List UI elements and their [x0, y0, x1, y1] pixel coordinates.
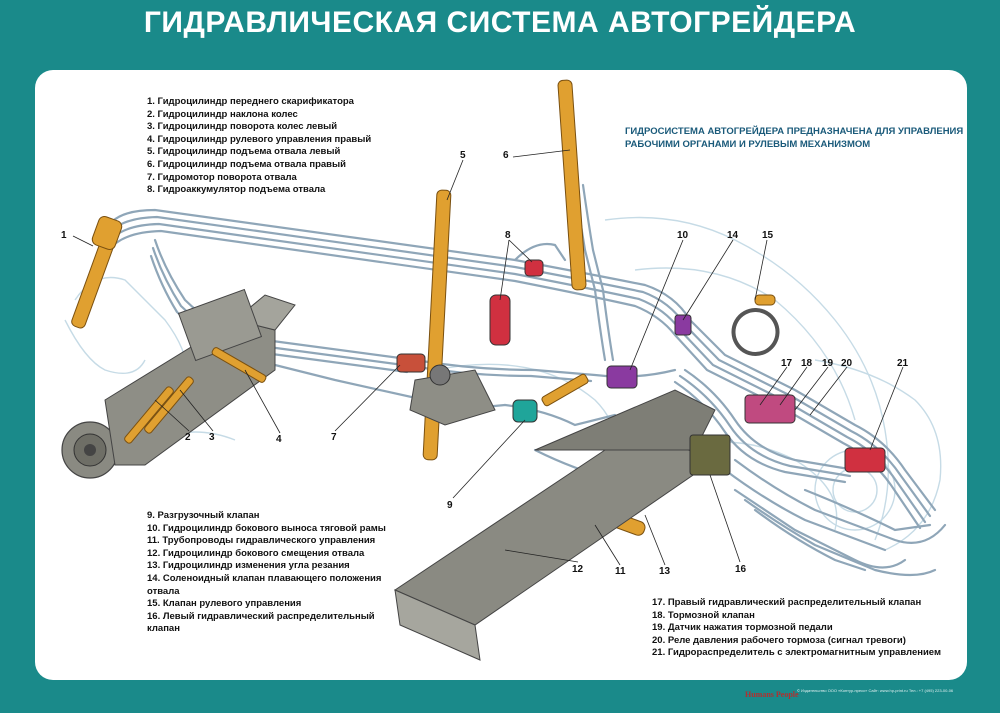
legend-item: 20. Реле давления рабочего тормоза (сигн… [652, 634, 906, 646]
legend-item: 15. Клапан рулевого управления [147, 598, 302, 610]
system-description: ГИДРОСИСТЕМА АВТОГРЕЙДЕРА ПРЕДНАЗНАЧЕНА … [625, 126, 964, 150]
callout-5: 5 [460, 150, 466, 161]
callout-1: 1 [61, 230, 67, 241]
callout-16: 16 [735, 564, 747, 575]
callout-11: 11 [615, 566, 626, 577]
legend-item: 14. Соленоидный клапан плавающего положе… [147, 572, 382, 597]
callout-10: 10 [677, 230, 689, 241]
valves [396, 259, 886, 476]
hydraulic-system-illustration [61, 79, 947, 661]
legend-item: 10. Гидроцилиндр бокового выноса тяговой… [147, 522, 386, 534]
publisher-logo: Humans People [745, 690, 799, 699]
callout-20: 20 [841, 358, 853, 369]
callout-14: 14 [727, 230, 739, 241]
legend-item: 5. Гидроцилиндр подъема отвала левый [147, 146, 341, 158]
callout-2: 2 [185, 432, 191, 443]
callout-8: 8 [505, 230, 511, 241]
callout-3: 3 [209, 432, 215, 443]
callout-19: 19 [822, 358, 834, 369]
callout-6: 6 [503, 150, 509, 161]
legend-item: 8. Гидроаккумулятор подъема отвала [147, 184, 326, 196]
legend-item: 4. Гидроцилиндр рулевого управления прав… [147, 133, 372, 145]
legend-item: 19. Датчик нажатия тормозной педали [652, 622, 833, 634]
callout-17: 17 [781, 358, 793, 369]
diagram-panel: 1. Гидроцилиндр переднего скарификатора … [35, 70, 967, 680]
legend-item: 1. Гидроцилиндр переднего скарификатора [147, 96, 354, 107]
legend-item: 6. Гидроцилиндр подъема отвала правый [147, 158, 346, 170]
front-axle [61, 288, 296, 479]
callout-7: 7 [331, 432, 337, 443]
callout-12: 12 [572, 564, 584, 575]
legend-item: 17. Правый гидравлический распределитель… [652, 597, 922, 608]
legend-item: 21. Гидрораспределитель с электромагнитн… [652, 647, 941, 659]
legend-item: 13. Гидроцилиндр изменения угла резания [147, 560, 350, 572]
callout-15: 15 [762, 230, 774, 241]
callout-4: 4 [276, 434, 282, 445]
legend-item: 3. Гидроцилиндр поворота колес левый [147, 121, 338, 133]
page-title: ГИДРАВЛИЧЕСКАЯ СИСТЕМА АВТОГРЕЙДЕРА [143, 6, 857, 39]
legend-item: 7. Гидромотор поворота отвала [147, 171, 297, 183]
legend-item: 18. Тормозной клапан [652, 609, 755, 621]
blade-assembly [393, 364, 717, 661]
publisher-fine-print: © Издательство ООО «Контур-пресс» Сайт: … [797, 688, 954, 693]
legend-bottom: 17. Правый гидравлический распределитель… [652, 597, 941, 660]
legend-item: 2. Гидроцилиндр наклона колес [147, 108, 298, 120]
callout-21: 21 [897, 358, 909, 369]
publisher-footer: Humans People © Издательство ООО «Контур… [745, 686, 990, 708]
callout-13: 13 [659, 566, 671, 577]
leader-lines [72, 149, 904, 566]
legend-item: 16. Левый гидравлический распределительн… [147, 610, 375, 635]
legend-item: 9. Разгрузочный клапан [147, 510, 260, 521]
callout-18: 18 [801, 358, 813, 369]
legend-middle: 9. Разгрузочный клапан 10. Гидроцилиндр … [147, 510, 386, 636]
legend-top: 1. Гидроцилиндр переднего скарификатора … [147, 96, 371, 197]
legend-item: 11. Трубопроводы гидравлического управле… [147, 535, 376, 547]
legend-item: 12. Гидроцилиндр бокового смещения отвал… [147, 547, 365, 559]
callout-9: 9 [447, 500, 453, 511]
